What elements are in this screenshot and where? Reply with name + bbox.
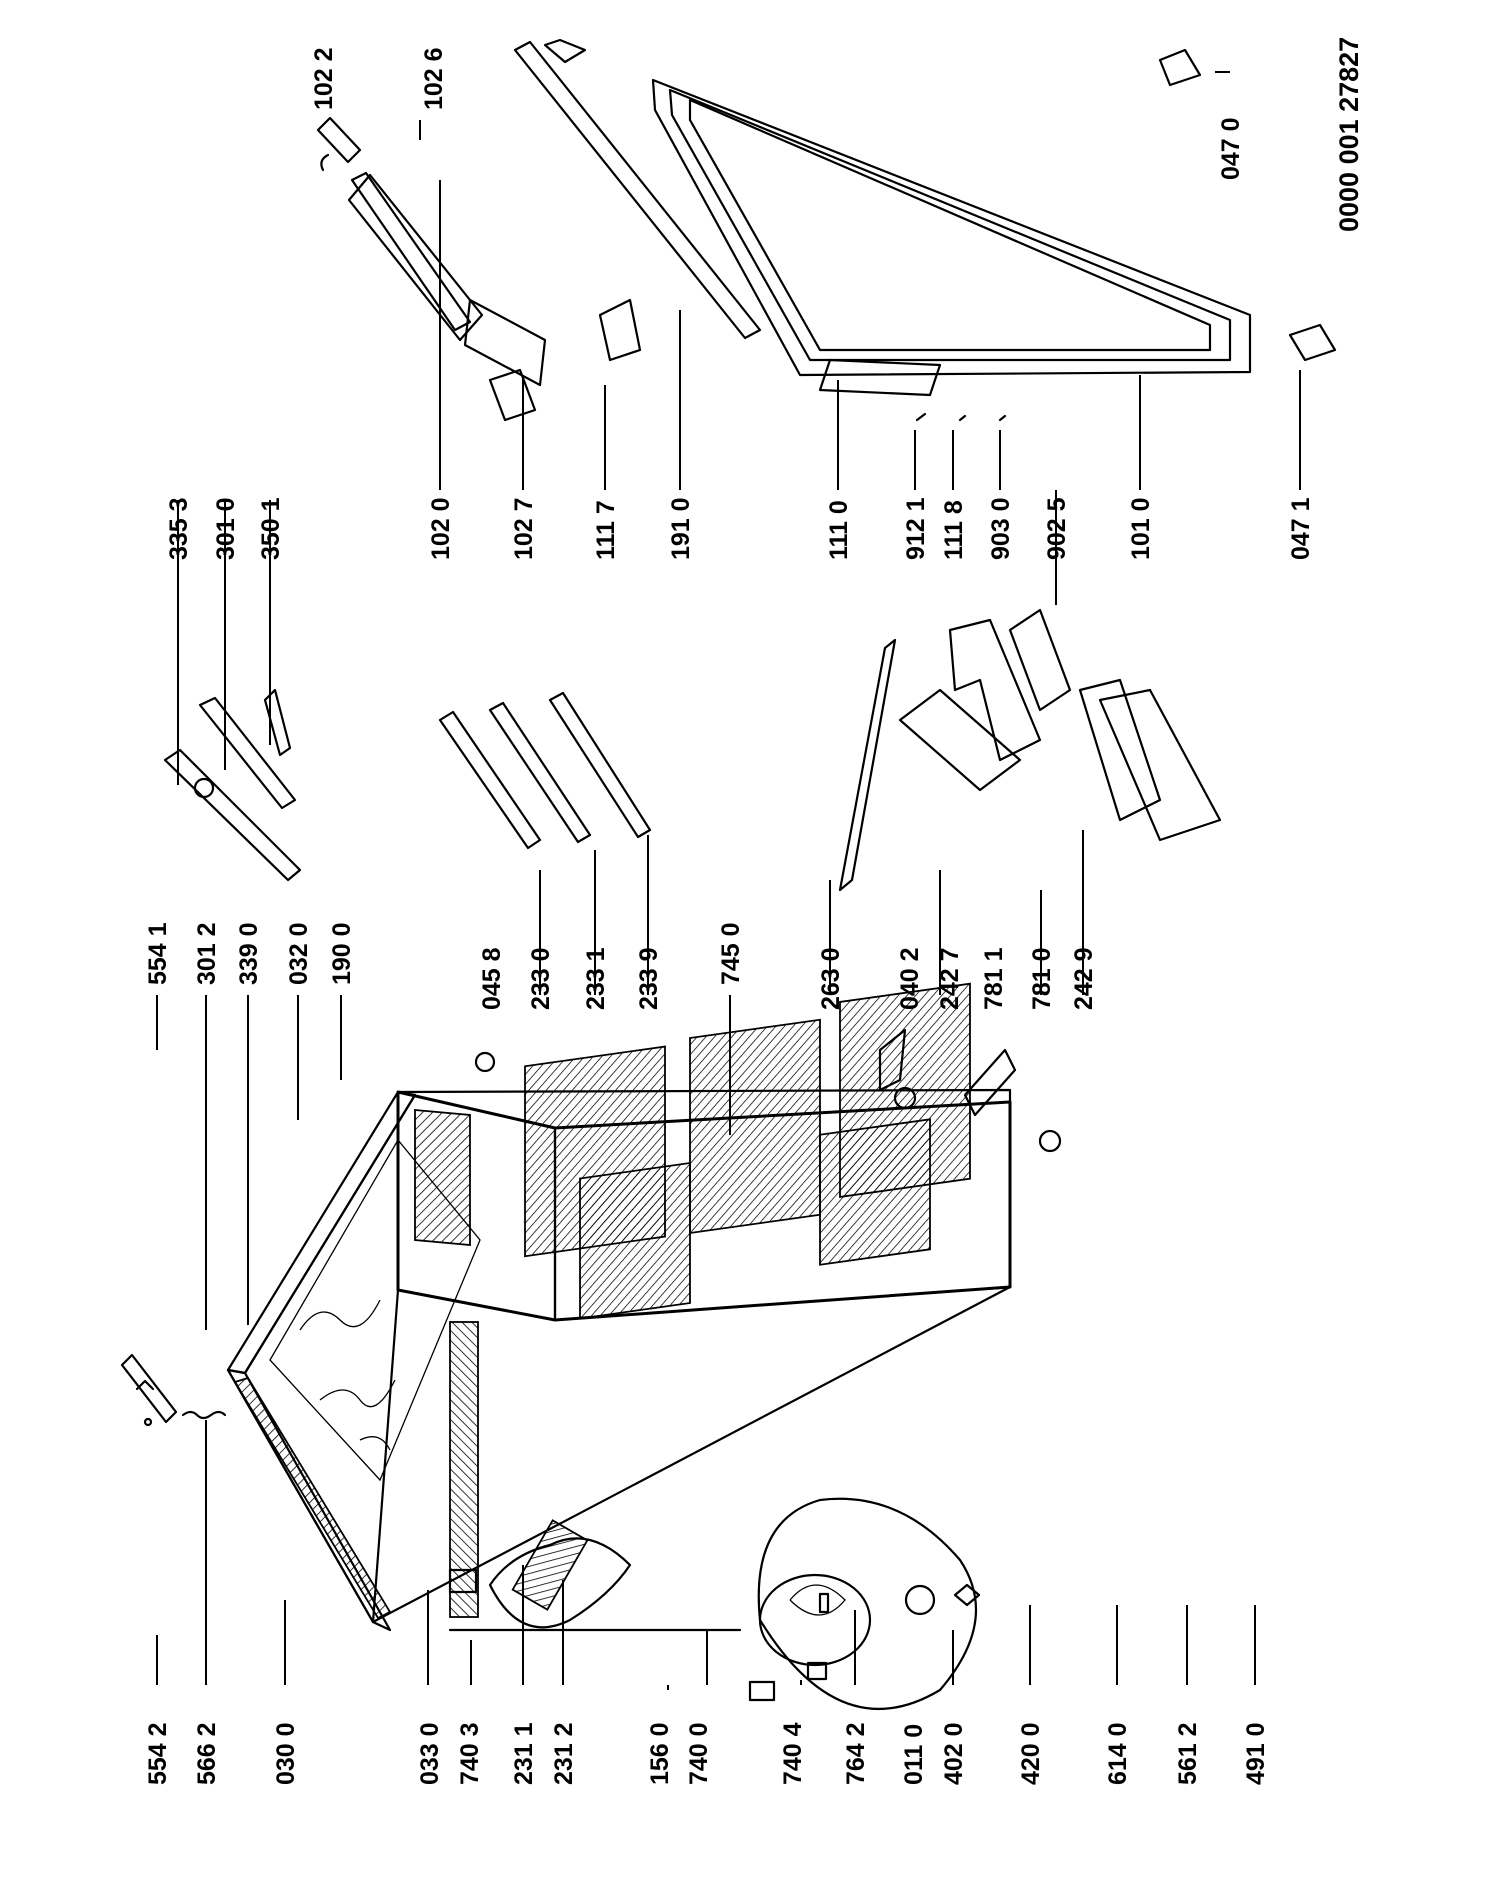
door-assembly [316, 38, 1337, 422]
label-4020: 402 0 [940, 1722, 968, 1785]
label-0110: 011 0 [900, 1724, 928, 1785]
label-1027: 102 7 [510, 497, 538, 560]
label-1900: 190 0 [328, 922, 356, 985]
label-9121: 912 1 [902, 497, 930, 560]
label-2331: 233 1 [582, 947, 610, 1010]
label-1560: 156 0 [646, 1722, 674, 1785]
label-3012: 301 2 [193, 922, 221, 985]
label-0471: 047 1 [1287, 497, 1315, 560]
label-3390: 339 0 [235, 922, 263, 985]
label-6140: 614 0 [1104, 1722, 1132, 1785]
label-2427: 242 7 [936, 947, 964, 1010]
label-9030: 903 0 [987, 497, 1015, 560]
cabinet-body [226, 982, 1012, 1632]
label-7642: 764 2 [842, 1722, 870, 1785]
evaporator-cutaway [488, 1519, 632, 1629]
leader-lines [156, 71, 1301, 1690]
small-parts-left [120, 1353, 981, 1702]
label-1118: 111 8 [940, 500, 968, 560]
label-2339: 233 9 [635, 947, 663, 1010]
label-0330: 033 0 [416, 1722, 444, 1785]
label-3010: 301 0 [212, 497, 240, 560]
condenser [448, 1321, 742, 1632]
wire-shelves [524, 982, 971, 1320]
label-1110: 111 0 [825, 500, 853, 560]
label-2311: 231 1 [510, 1722, 538, 1785]
compressor-cutaway [757, 1497, 978, 1711]
label-2312: 231 2 [550, 1722, 578, 1785]
label-0402: 040 2 [896, 947, 924, 1010]
label-7811: 781 1 [980, 947, 1008, 1010]
label-4910: 491 0 [1242, 1722, 1270, 1785]
document-number: 0000 001 27827 [1334, 37, 1364, 232]
door-shelves [163, 608, 1222, 892]
label-5541: 554 1 [144, 922, 172, 985]
label-7403: 740 3 [456, 1722, 484, 1785]
label-1010: 101 0 [1127, 497, 1155, 560]
label-5662: 566 2 [193, 1722, 221, 1785]
label-1026: 102 6 [420, 47, 448, 110]
accessories-top [474, 1028, 1062, 1153]
label-4200: 420 0 [1017, 1722, 1045, 1785]
label-7400: 740 0 [685, 1722, 713, 1785]
label-0300: 030 0 [272, 1722, 300, 1785]
label-5612: 561 2 [1174, 1722, 1202, 1785]
label-2429: 242 9 [1070, 947, 1098, 1010]
label-0458: 045 8 [478, 947, 506, 1010]
part-labels: 554 2 566 2 030 0 033 0 740 3 231 1 231 … [144, 37, 1364, 1785]
label-9025: 902 5 [1043, 497, 1071, 560]
label-1020: 102 0 [427, 497, 455, 560]
label-1117: 111 7 [592, 500, 620, 560]
label-1910: 191 0 [667, 497, 695, 560]
label-0470: 047 0 [1217, 117, 1245, 180]
label-5542: 554 2 [144, 1722, 172, 1785]
label-0320: 032 0 [285, 922, 313, 985]
label-7810: 781 0 [1028, 947, 1056, 1010]
label-3501: 350 1 [257, 497, 285, 560]
label-7404: 740 4 [779, 1722, 807, 1785]
label-2330: 233 0 [527, 947, 555, 1010]
label-1022: 102 2 [310, 47, 338, 110]
label-3353: 335 3 [165, 497, 193, 560]
label-2630: 263 0 [817, 947, 845, 1010]
label-7450: 745 0 [717, 922, 745, 985]
